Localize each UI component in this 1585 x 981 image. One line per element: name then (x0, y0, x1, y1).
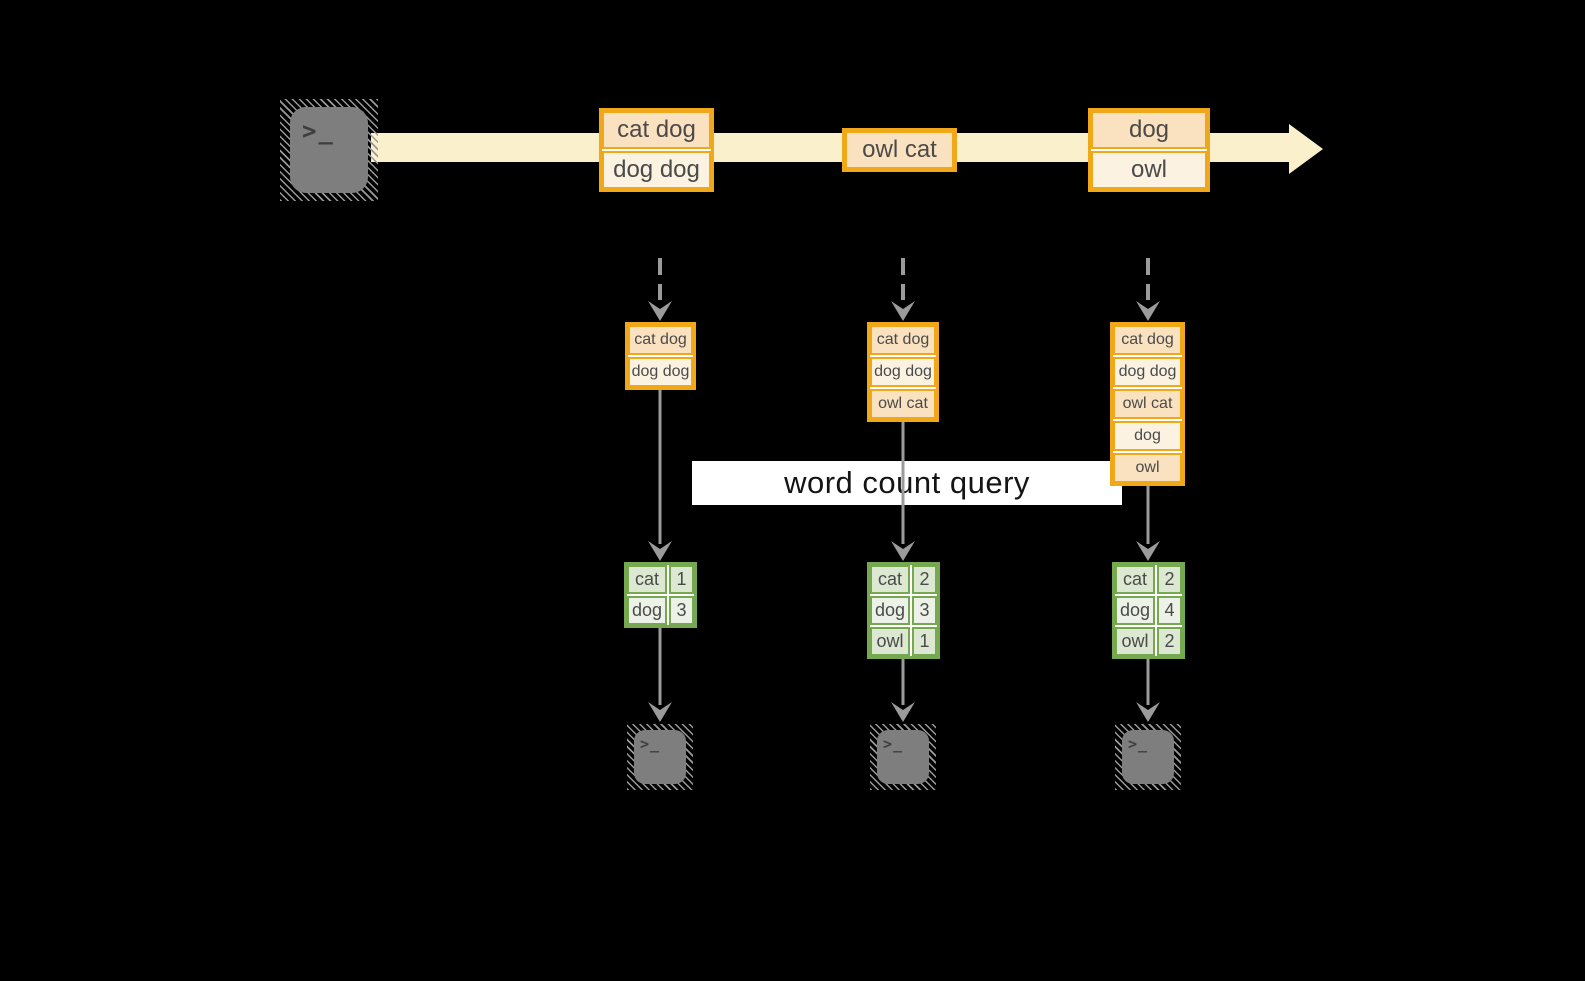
terminal-prompt-glyph: >_ (640, 735, 661, 753)
count-word: cat (1115, 565, 1155, 594)
terminal-prompt-glyph: >_ (1128, 735, 1149, 753)
terminal-screen (877, 730, 929, 784)
count-value: 1 (912, 627, 937, 656)
stream-event-batch-3: dog owl (1088, 108, 1210, 192)
event-line: dog dog (602, 151, 711, 189)
state-line: dog dog (628, 357, 693, 387)
arrow-icon (891, 422, 915, 561)
event-line: cat dog (602, 111, 711, 149)
arrow-icon (648, 390, 672, 561)
event-line: owl cat (845, 131, 954, 169)
count-value: 3 (669, 596, 694, 625)
count-word: dog (627, 596, 667, 625)
event-line: owl (1091, 151, 1207, 189)
count-table-3: cat 2 dog 4 owl 2 (1112, 562, 1185, 659)
terminal-prompt-glyph: >_ (302, 117, 335, 145)
count-word: dog (1115, 596, 1155, 625)
query-label: word count query (784, 465, 1030, 500)
terminal-screen (1122, 730, 1174, 784)
state-line: owl (1113, 453, 1182, 483)
count-value: 3 (912, 596, 937, 625)
sink-terminal-icon: >_ (627, 724, 693, 790)
count-table-1: cat 1 dog 3 (624, 562, 697, 628)
count-word: owl (870, 627, 910, 656)
terminal-screen (634, 730, 686, 784)
sink-terminal-icon: >_ (1115, 724, 1181, 790)
state-line: dog (1113, 421, 1182, 451)
state-line: cat dog (870, 325, 936, 355)
arrow-icon (891, 659, 915, 722)
count-value: 1 (669, 565, 694, 594)
state-line: owl cat (1113, 389, 1182, 419)
state-line: cat dog (1113, 325, 1182, 355)
event-line: dog (1091, 111, 1207, 149)
count-word: cat (627, 565, 667, 594)
state-line: dog dog (1113, 357, 1182, 387)
count-word: dog (870, 596, 910, 625)
count-value: 4 (1157, 596, 1182, 625)
arrow-icon (1136, 659, 1160, 722)
terminal-prompt-glyph: >_ (883, 735, 904, 753)
dashed-arrow-icon (1136, 258, 1160, 321)
query-label-band: word count query (692, 461, 1122, 505)
state-stack-1: cat dog dog dog (625, 322, 696, 390)
state-stack-2: cat dog dog dog owl cat (867, 322, 939, 422)
state-line: dog dog (870, 357, 936, 387)
state-line: owl cat (870, 389, 936, 419)
count-word: owl (1115, 627, 1155, 656)
count-table-2: cat 2 dog 3 owl 1 (867, 562, 940, 659)
dashed-arrow-icon (891, 258, 915, 321)
source-terminal-icon: >_ (280, 99, 378, 201)
arrow-icon (648, 628, 672, 722)
sink-terminal-icon: >_ (870, 724, 936, 790)
stream-arrowhead-icon (1289, 124, 1323, 174)
dashed-arrow-icon (648, 258, 672, 321)
count-word: cat (870, 565, 910, 594)
stream-event-batch-2: owl cat (842, 128, 957, 172)
stream-event-batch-1: cat dog dog dog (599, 108, 714, 192)
arrow-icon (1136, 486, 1160, 561)
terminal-screen (290, 107, 368, 193)
count-value: 2 (1157, 627, 1182, 656)
state-stack-3: cat dog dog dog owl cat dog owl (1110, 322, 1185, 486)
count-value: 2 (912, 565, 937, 594)
count-value: 2 (1157, 565, 1182, 594)
state-line: cat dog (628, 325, 693, 355)
